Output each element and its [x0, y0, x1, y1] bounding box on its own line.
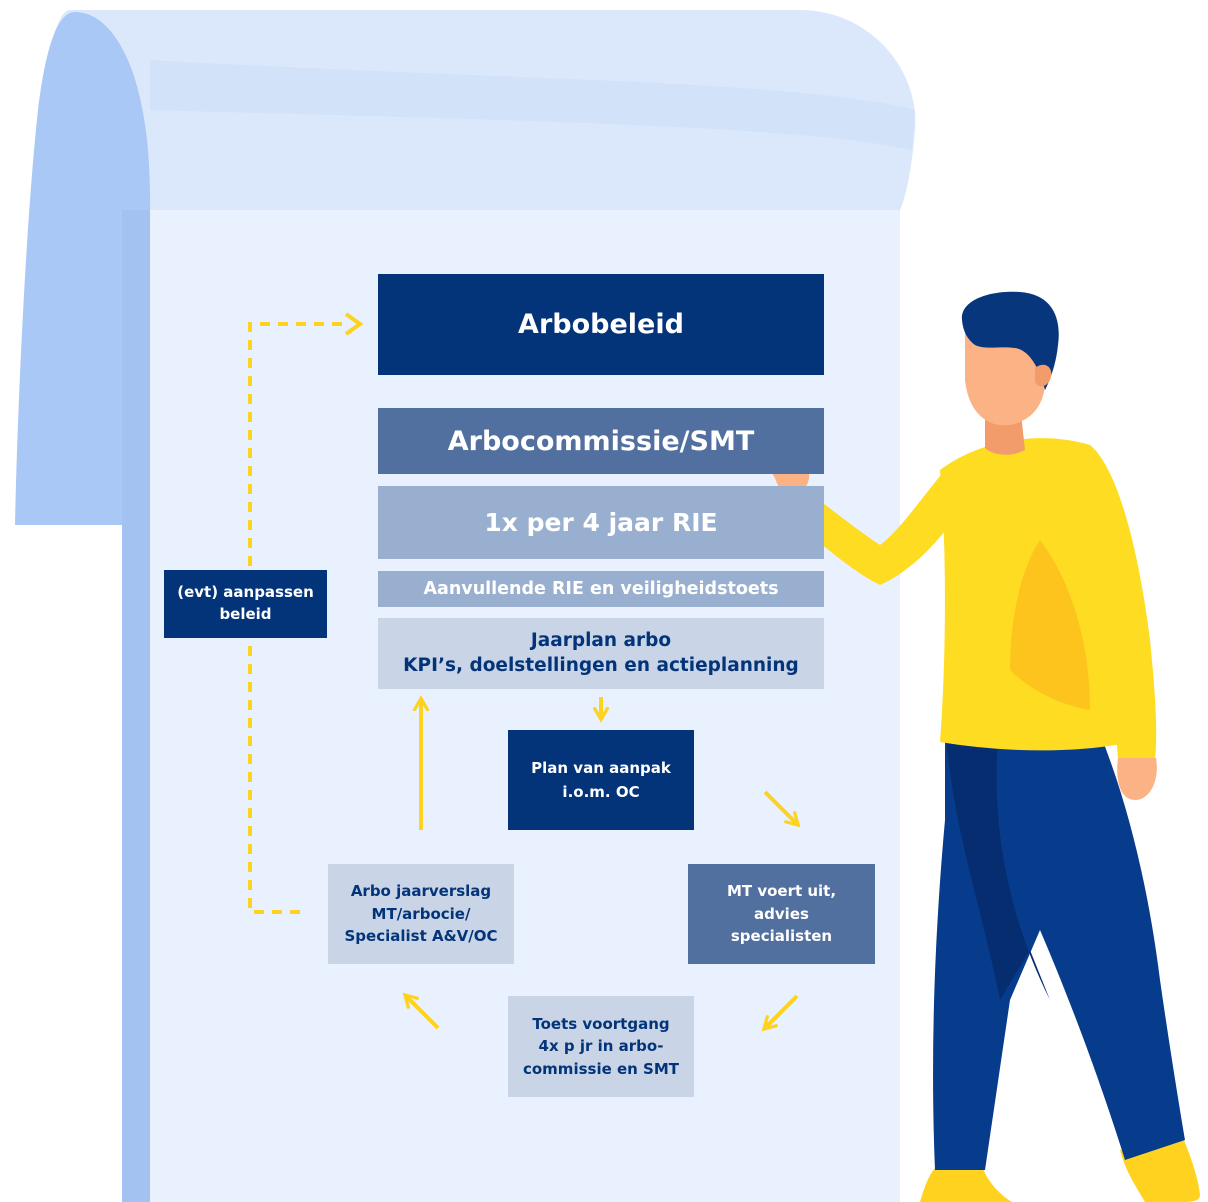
node-aanvullende-rie: Aanvullende RIE en veiligheidstoets — [378, 571, 824, 607]
scroll-curl — [15, 12, 151, 525]
node-plan-van-aanpak: Plan van aanpak i.o.m. OC — [508, 730, 694, 830]
node-arbo-jaarverslag: Arbo jaarverslag MT/arbocie/ Specialist … — [328, 864, 514, 964]
pointing-arm — [780, 470, 965, 585]
dashed-arrowhead — [344, 312, 364, 336]
back-arm — [1090, 445, 1157, 760]
trousers-shade — [945, 720, 1050, 1000]
scroll-shade — [150, 60, 915, 150]
node-rie: 1x per 4 jaar RIE — [378, 486, 824, 559]
person-pointing-illustration — [768, 291, 1200, 1202]
left-shoe — [920, 1160, 1012, 1202]
arrow-plan-to-mt — [763, 790, 797, 824]
scroll-paper-edge — [122, 210, 150, 1202]
scroll-top-roll — [15, 10, 916, 525]
ear — [1035, 364, 1052, 387]
back-hand — [1117, 758, 1157, 800]
node-aanpassen-beleid: (evt) aanpassen beleid — [164, 570, 327, 638]
node-toets-voortgang: Toets voortgang 4x p jr in arbo- commiss… — [508, 996, 694, 1097]
node-jaarplan: Jaarplan arbo KPI’s, doelstellingen en a… — [378, 618, 824, 689]
node-arbocommissie-smt: Arbocommissie/SMT — [378, 408, 824, 474]
node-arbobeleid: Arbobeleid — [378, 274, 824, 375]
arrow-mt-to-toets — [765, 994, 799, 1028]
node-mt-voert-uit: MT voert uit, advies specialisten — [688, 864, 875, 964]
arrow-toets-to-jaarverslag — [406, 996, 440, 1030]
hair — [961, 291, 1059, 390]
torso-shade — [1010, 540, 1090, 710]
